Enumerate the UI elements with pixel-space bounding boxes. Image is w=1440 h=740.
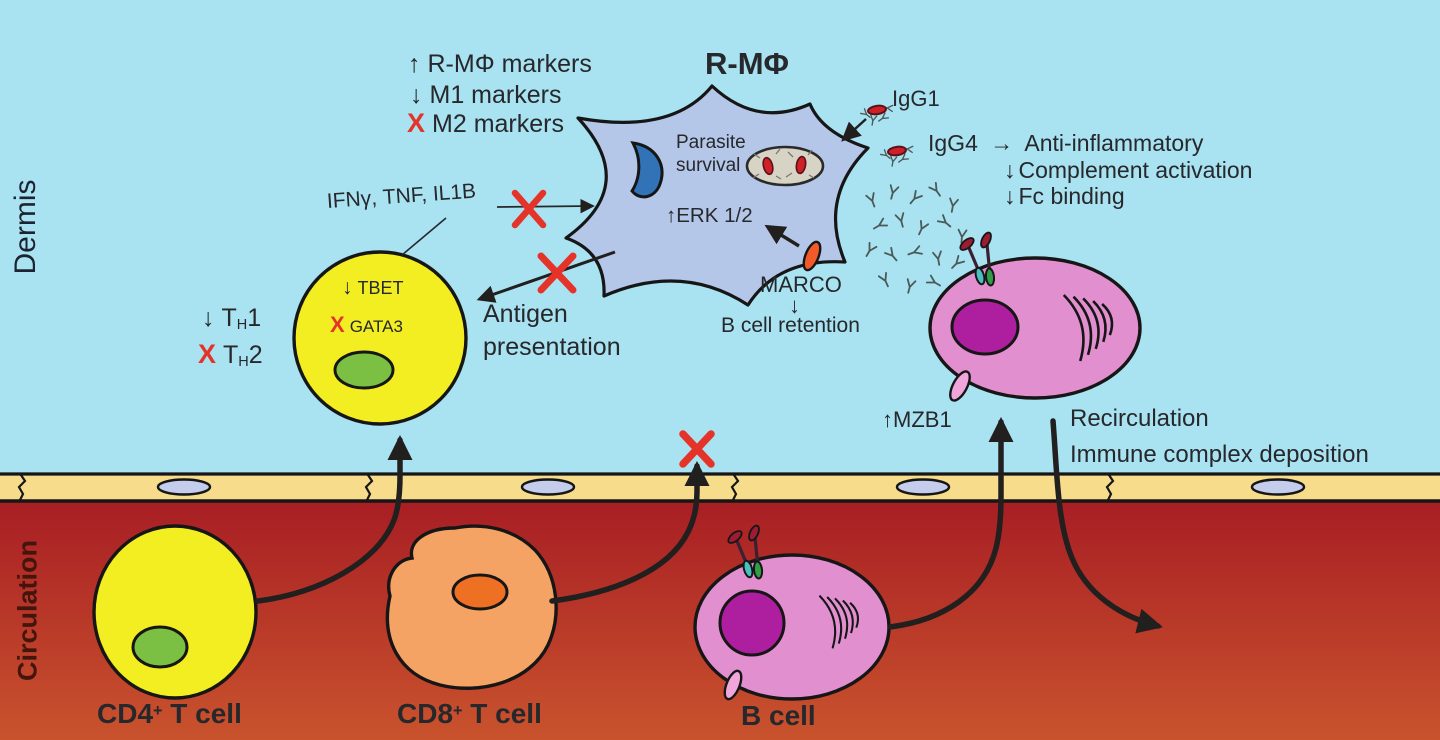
cytokine-leader-line [401, 217, 447, 256]
blocked-x-icon: X [198, 339, 217, 369]
down-arrow-icon: ↓ [789, 293, 800, 318]
b-cell-migration-arrow [887, 416, 1014, 630]
marco-to-erk-arrow [764, 224, 800, 248]
marco-label: MARCO [760, 272, 842, 297]
dermis-region-label: Dermis [9, 179, 42, 275]
down-arrow-icon: ↓ [410, 81, 423, 109]
mzb1-label: ↑MZB1 [882, 407, 952, 432]
dermal-t-cell [292, 250, 468, 426]
parasitophorous-vacuole [745, 145, 825, 187]
b-cell-label: B cell [741, 700, 816, 731]
recirculation-label: Recirculation [1070, 405, 1209, 432]
cd8-migration-arrow [549, 460, 710, 604]
marker-change-row: ↑R-MΦ markers [408, 50, 592, 78]
up-arrow-icon: ↑ [666, 204, 677, 227]
membrane-protrusion [949, 370, 971, 402]
resident-macrophage-cell [564, 84, 870, 307]
up-arrow-icon: ↑ [408, 50, 421, 78]
plasma-cell-nucleus [950, 298, 1020, 356]
igg4-effect-row: ↓Fc binding [1004, 183, 1125, 209]
immune-complex-deposition-label: Immune complex deposition [1070, 441, 1369, 468]
marco-receptor-icon [802, 240, 822, 272]
parasite-amastigote [785, 149, 815, 179]
marker-change-row: ↓M1 markers [410, 81, 562, 109]
th1-row: ↓TH1 [202, 304, 262, 333]
cd4-migration-arrow [255, 434, 413, 604]
dermal-t-cell-nucleus [333, 350, 395, 390]
cytokine-arrow [496, 198, 595, 214]
cd4-t-cell [92, 524, 258, 700]
macrophage-nucleus [630, 141, 664, 199]
parasite-amastigote [752, 148, 782, 180]
up-arrow-icon: ↑ [882, 407, 893, 432]
b-cell-nucleus [718, 589, 786, 657]
igg4-effect-row: ↓Complement activation [1004, 157, 1253, 183]
membrane-protrusion [723, 669, 743, 701]
b-cell [693, 522, 891, 701]
blocked-x-antigen-presentation [537, 252, 577, 294]
cd8-t-cell-label: CD8+ T cell [397, 698, 542, 729]
cd8-t-cell [385, 524, 558, 690]
b-cell-retention-label: B cell retention [721, 314, 860, 337]
igg1-to-macrophage-arrow [841, 118, 867, 142]
erk-label: ↑ERK 1/2 [666, 204, 753, 227]
cd8-nucleus [451, 573, 509, 611]
igg4-effect-row: IgG4 → Anti-inflammatory [928, 130, 1204, 156]
down-arrow-icon: ↓ [1004, 183, 1016, 209]
vessel-wall [0, 472, 1440, 503]
blocked-x-icon: X [407, 108, 426, 138]
plasma-cell [928, 229, 1142, 402]
parasite-survival-label: Parasite survival [676, 132, 746, 177]
blocked-x-cd8-migration [679, 430, 715, 468]
blocked-x-icon: X [330, 312, 345, 337]
blocked-x-cytokines [511, 189, 547, 229]
antigen-presentation-label: Antigen presentation [483, 300, 621, 361]
tbet-row: ↓TBET [342, 276, 404, 299]
antigen-presentation-arrow [476, 250, 616, 303]
cd4-nucleus [131, 625, 189, 669]
cd4-t-cell-label: CD4+ T cell [97, 698, 242, 729]
down-arrow-icon: ↓ [342, 276, 353, 299]
macrophage-title: R-MΦ [705, 46, 789, 81]
down-arrow-icon: ↓ [1004, 157, 1016, 183]
right-arrow-icon: → [990, 130, 1014, 156]
endothelial-nucleus [156, 478, 1306, 496]
recirculation-arrow [1050, 418, 1163, 634]
circulation-region-label: Circulation [12, 540, 43, 682]
igg1-label: IgG1 [892, 86, 940, 111]
down-arrow-icon: ↓ [202, 304, 215, 332]
